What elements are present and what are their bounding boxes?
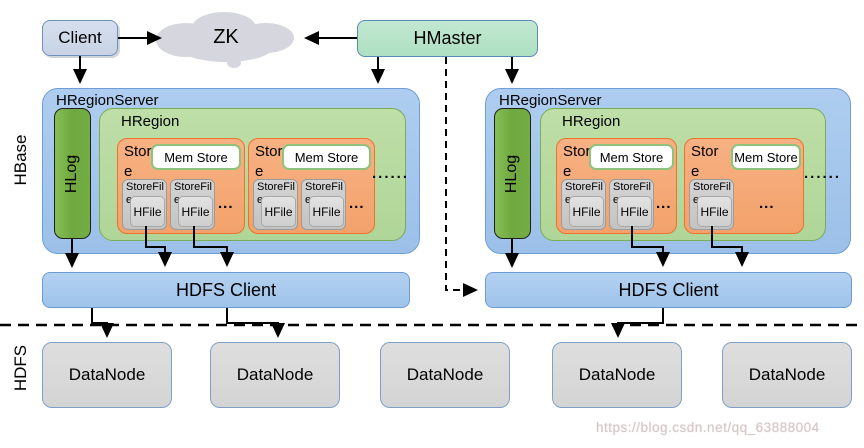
storefile: StoreFile HFile bbox=[609, 179, 654, 230]
hdfs-side-label: HDFS bbox=[11, 344, 30, 392]
hfile: HFile bbox=[309, 196, 344, 227]
hregion-2-title: HRegion bbox=[562, 113, 621, 130]
datanode-1: DataNode bbox=[42, 342, 172, 408]
memstore: Mem Store bbox=[282, 144, 371, 170]
store-2-1: Store Mem Store StoreFile HFile StoreFil… bbox=[556, 138, 677, 234]
storefile-ellipsis: ... bbox=[656, 195, 672, 212]
memstore: Mem Store bbox=[151, 144, 241, 170]
client-box: Client bbox=[42, 20, 118, 56]
region-server-2-title: HRegionServer bbox=[499, 92, 602, 109]
store-label: Store bbox=[691, 143, 719, 180]
storefile: StoreFile HFile bbox=[689, 179, 734, 230]
storefile-ellipsis: ... bbox=[349, 195, 365, 212]
storefile: StoreFile HFile bbox=[170, 179, 215, 230]
store-label: Store bbox=[124, 143, 152, 180]
hfile: HFile bbox=[569, 196, 604, 227]
hfile: HFile bbox=[178, 196, 213, 227]
storefile: StoreFile HFile bbox=[561, 179, 606, 230]
watermark: https://blog.csdn.net/qq_63888004 bbox=[596, 420, 820, 435]
store-1-2: Store Mem Store StoreFile HFile StoreFil… bbox=[248, 138, 375, 234]
datanode-3: DataNode bbox=[380, 342, 510, 408]
datanode-2: DataNode bbox=[210, 342, 340, 408]
storefile-ellipsis: ... bbox=[759, 195, 775, 212]
region-server-1-title: HRegionServer bbox=[56, 92, 159, 109]
hdfs-client-1: HDFS Client bbox=[42, 272, 410, 308]
store-2-2: Store Mem Store StoreFile HFile ... bbox=[684, 138, 804, 234]
datanode-4: DataNode bbox=[552, 342, 682, 408]
storefile-ellipsis: ... bbox=[218, 195, 234, 212]
hlog-2-label: HLog bbox=[503, 154, 521, 193]
memstore: Mem Store bbox=[731, 144, 801, 170]
store-label: Store bbox=[255, 143, 283, 180]
hfile: HFile bbox=[130, 196, 165, 227]
hregion-2-ellipsis: ...... bbox=[804, 165, 842, 182]
hfile: HFile bbox=[261, 196, 296, 227]
store-label: Store bbox=[563, 143, 591, 180]
storefile: StoreFile HFile bbox=[301, 179, 346, 230]
zk-label: ZK bbox=[213, 26, 239, 48]
zk-cloud-icon bbox=[156, 12, 294, 68]
hlog-2: HLog bbox=[494, 108, 531, 239]
hbase-side-label: HBase bbox=[11, 134, 30, 186]
hfile: HFile bbox=[697, 196, 732, 227]
hlog-1: HLog bbox=[54, 108, 91, 239]
hregion-1-ellipsis: ...... bbox=[372, 165, 410, 182]
storefile: StoreFile HFile bbox=[253, 179, 298, 230]
hlog-1-label: HLog bbox=[63, 154, 81, 193]
hmaster-box: HMaster bbox=[357, 20, 538, 57]
datanode-5: DataNode bbox=[722, 342, 852, 408]
memstore: Mem Store bbox=[589, 144, 674, 170]
storefile: StoreFile HFile bbox=[122, 179, 167, 230]
hfile: HFile bbox=[617, 196, 652, 227]
hdfs-client-2: HDFS Client bbox=[485, 272, 852, 308]
store-1-1: Store Mem Store StoreFile HFile StoreFil… bbox=[117, 138, 245, 234]
hregion-1-title: HRegion bbox=[121, 113, 180, 130]
